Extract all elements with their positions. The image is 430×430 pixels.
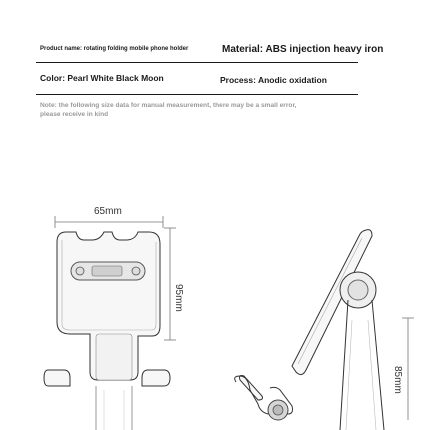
width-dimension-label: 65mm xyxy=(94,206,122,217)
divider-top xyxy=(36,62,358,63)
width-dimension-line xyxy=(54,216,164,228)
color-label: Color: Pearl White Black Moon xyxy=(40,73,164,83)
product-name-label: Product name: rotating folding mobile ph… xyxy=(40,46,189,52)
side-view-holder xyxy=(234,229,385,430)
material-label: Material: ABS injection heavy iron xyxy=(222,44,384,55)
note-line-2: please receive in kind xyxy=(40,111,109,118)
side-height-dimension-label: 85mm xyxy=(392,366,403,394)
note-line-1: Note: the following size data for manual… xyxy=(40,102,297,109)
side-height-dimension-line xyxy=(402,317,414,420)
height-dimension-line xyxy=(164,227,176,341)
height-dimension-label: 95mm xyxy=(173,284,184,312)
process-label: Process: Anodic oxidation xyxy=(220,75,327,85)
measurement-note: Note: the following size data for manual… xyxy=(40,101,370,119)
divider-middle xyxy=(36,94,358,95)
front-view-holder xyxy=(43,231,171,430)
